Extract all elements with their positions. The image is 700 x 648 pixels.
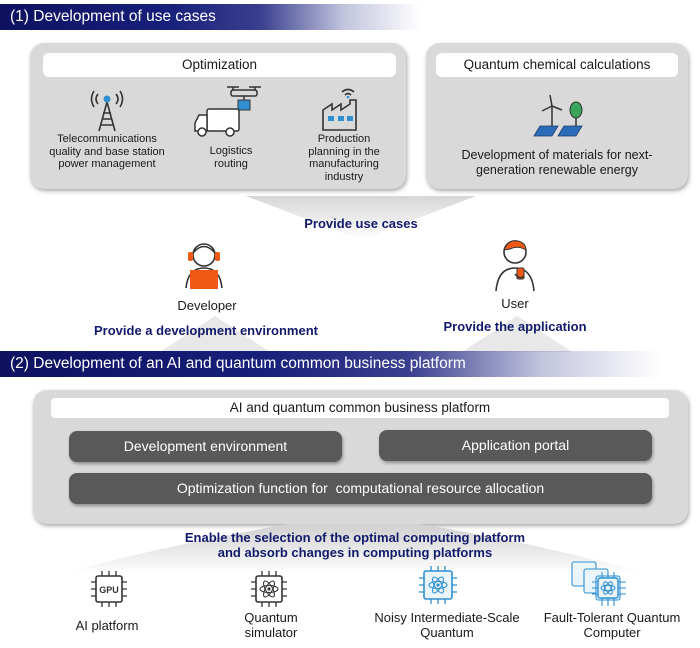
telecom-label: Telecommunications quality and base stat… xyxy=(49,133,165,170)
renewable-label: Development of materials for next-genera… xyxy=(461,148,653,177)
production-label: Production planning in the manufacturing… xyxy=(308,133,380,183)
section2-title: (2) Development of an AI and quantum com… xyxy=(10,355,466,372)
ftqc-chips-icon xyxy=(571,561,626,606)
enable-text-line1: Enable the selection of the optimal comp… xyxy=(184,530,526,545)
dev-env-up-arrow xyxy=(160,316,270,352)
application-portal-button[interactable]: Application portal xyxy=(379,430,652,461)
drone-truck-icon xyxy=(194,86,261,137)
factory-icon xyxy=(322,88,357,131)
developer-icon xyxy=(185,243,223,289)
ftqc-label: Fault-Tolerant Quantum Computer xyxy=(543,610,681,640)
platform-fan-shape xyxy=(60,524,650,574)
quantum-chemical-title: Quantum chemical calculations xyxy=(436,53,678,77)
provide-use-cases-arrow xyxy=(246,196,476,240)
optimization-title: Optimization xyxy=(43,53,396,77)
nisq-label: Noisy Intermediate-Scale Quantum xyxy=(374,610,520,640)
enable-text-line2: and absorb changes in computing platform… xyxy=(217,545,493,560)
gpu-chip-icon: GPU xyxy=(91,571,127,607)
provide-use-cases-label: Provide use cases xyxy=(304,216,418,231)
developer-label: Developer xyxy=(177,298,237,313)
user-label: User xyxy=(501,296,529,311)
user-icon xyxy=(495,240,535,292)
logistics-label: Logistics routing xyxy=(209,145,253,170)
gpu-text: GPU xyxy=(99,585,119,595)
quantum-chip-icon xyxy=(251,571,287,607)
platform-title: AI and quantum common business platform xyxy=(51,398,669,418)
antenna-tower-icon xyxy=(90,90,124,132)
provide-app-label: Provide the application xyxy=(443,319,587,334)
quantum-simulator-label: Quantum simulator xyxy=(244,610,298,640)
development-environment-button[interactable]: Development environment xyxy=(69,431,342,462)
app-up-arrow xyxy=(462,316,572,352)
optimization-function-button[interactable]: Optimization function for computational … xyxy=(69,473,652,504)
ai-platform-label: AI platform xyxy=(75,618,139,633)
section1-title: (1) Development of use cases xyxy=(10,8,216,25)
provide-dev-env-label: Provide a development environment xyxy=(94,323,318,338)
nisq-chip-icon xyxy=(419,566,457,604)
section2-header: (2) Development of an AI and quantum com… xyxy=(0,351,660,377)
section1-header: (1) Development of use cases xyxy=(0,4,420,30)
wind-solar-icon xyxy=(533,94,583,137)
